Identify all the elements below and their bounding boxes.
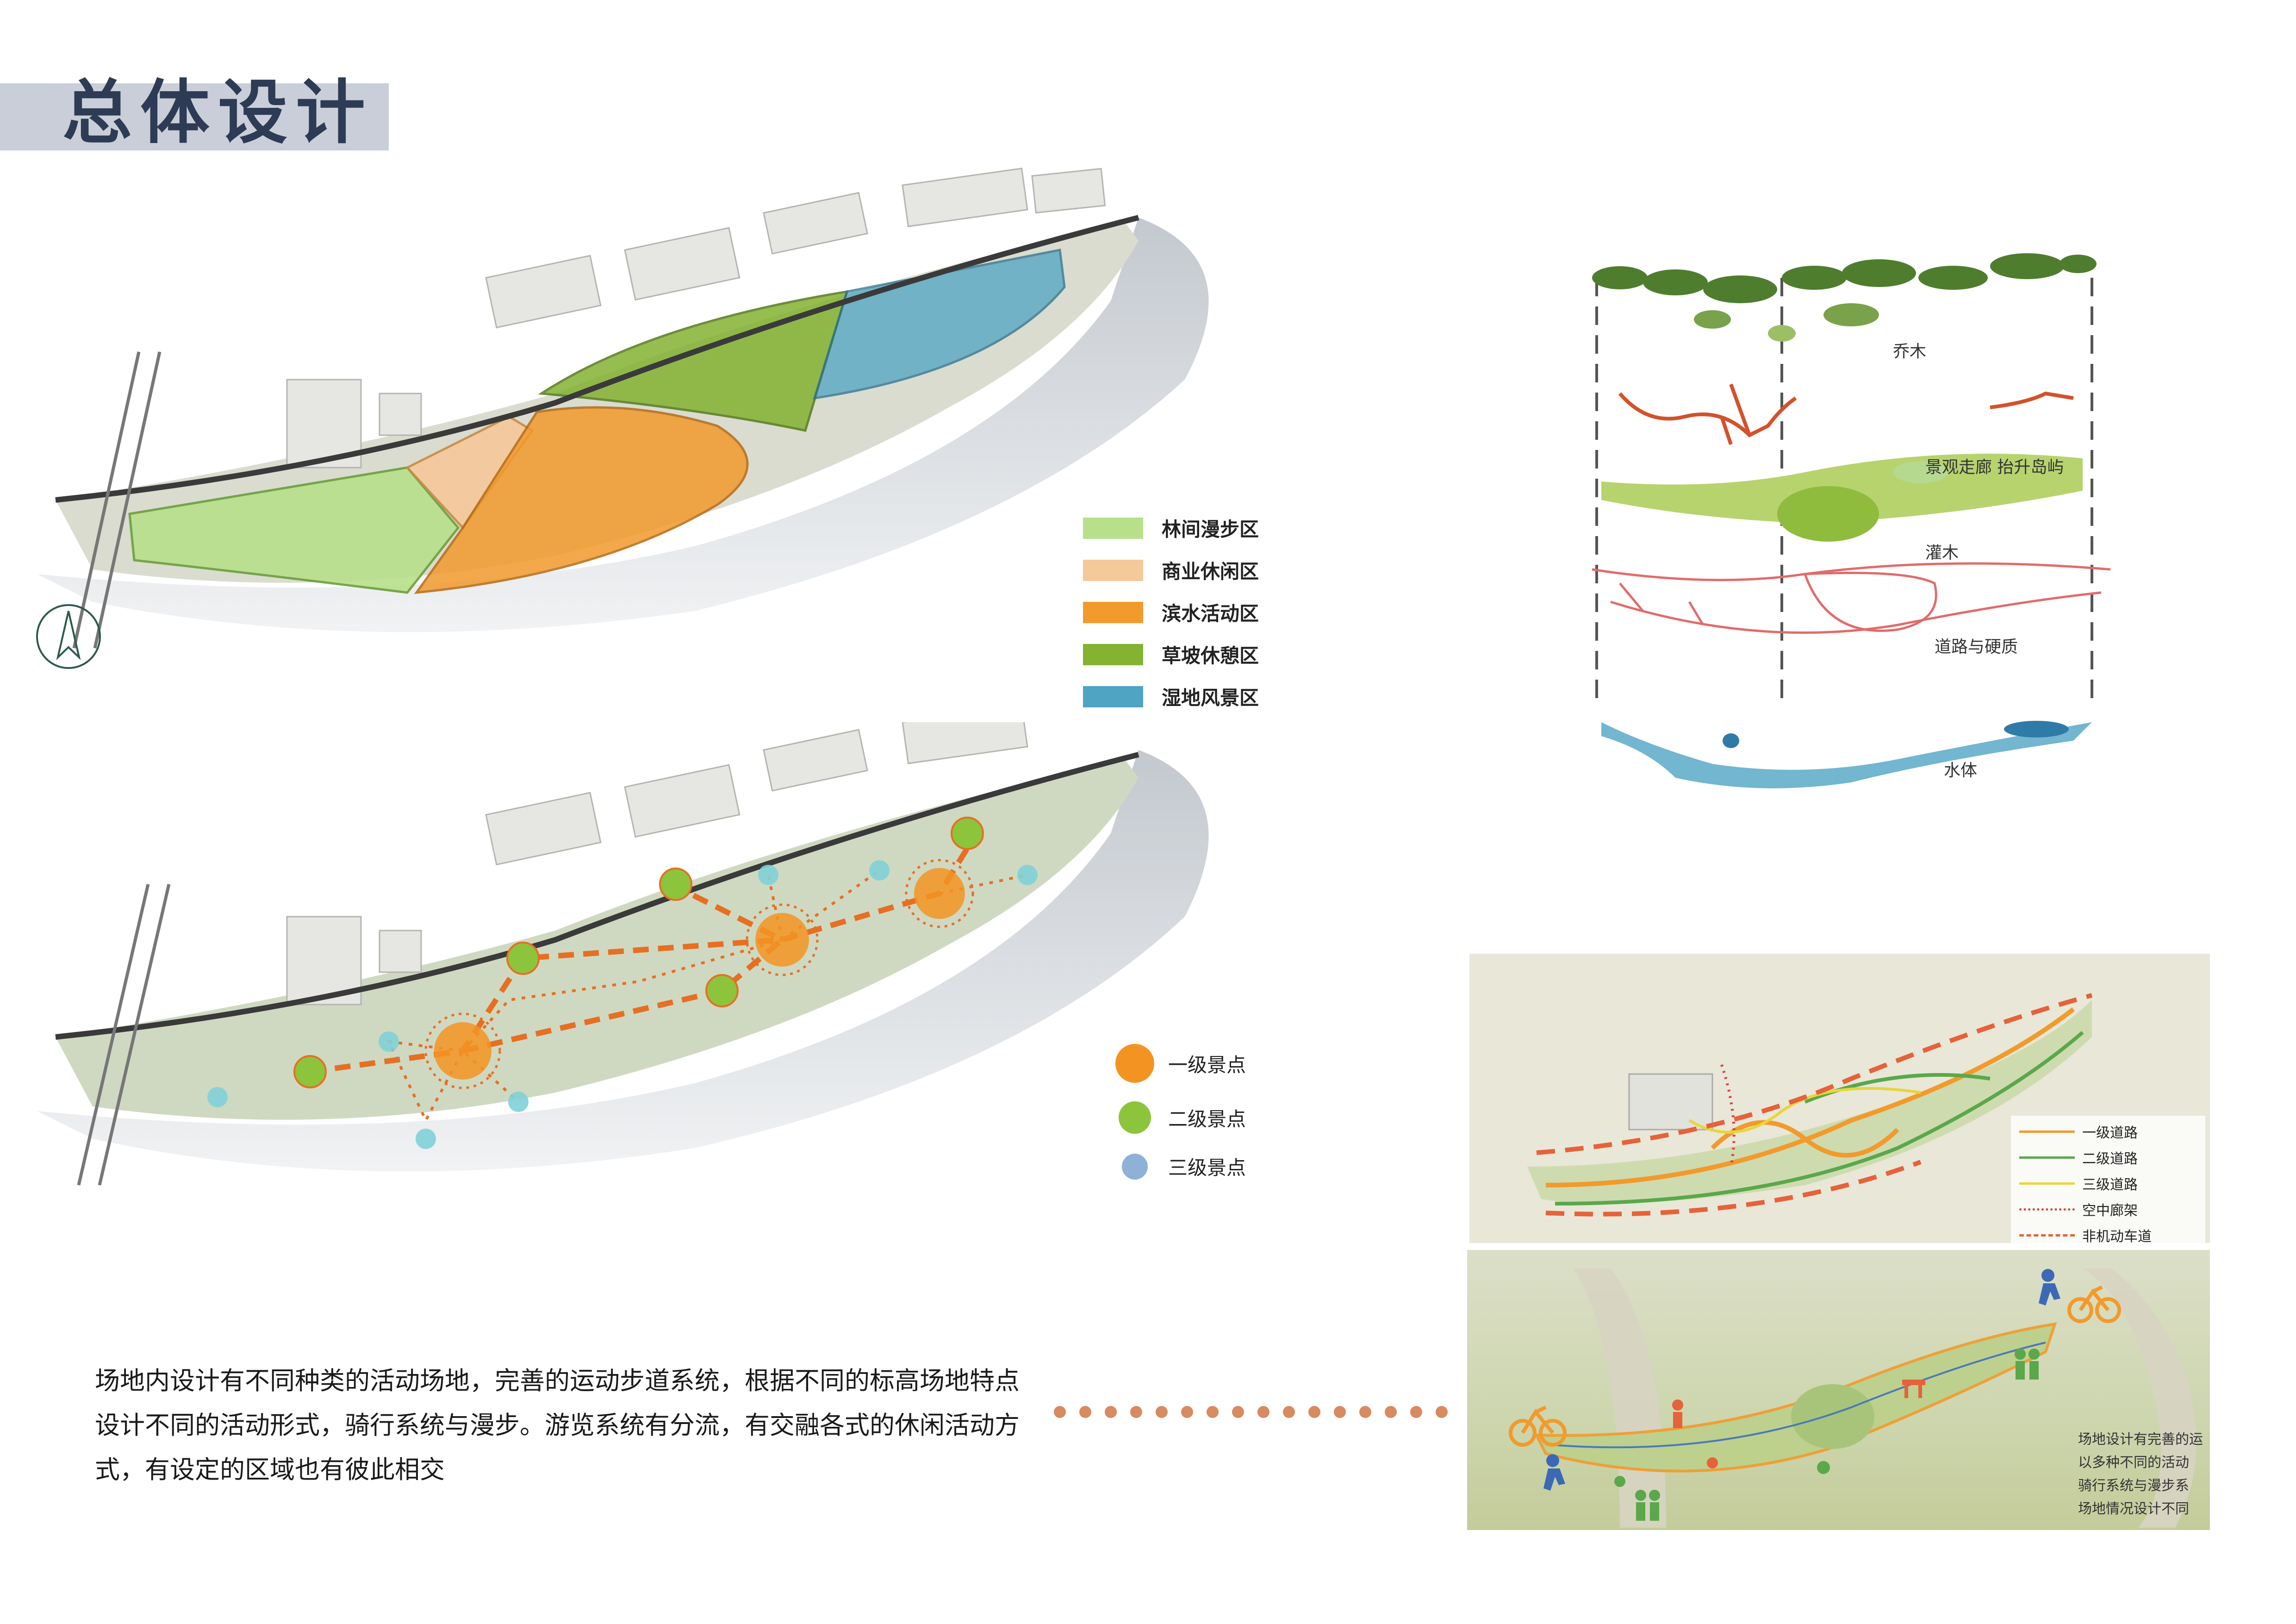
main-road <box>55 215 1139 503</box>
node-legend-item: 二级景点 <box>1115 1101 1246 1134</box>
land-base <box>56 759 1139 1120</box>
corridor-layer <box>1618 383 2074 445</box>
layer-diagram <box>1592 253 2111 788</box>
road-layer <box>1592 562 2111 634</box>
runner-icon <box>2039 1269 2060 1305</box>
people-icon <box>1635 1349 2040 1521</box>
activity-icon <box>1672 1380 1925 1428</box>
zone-legend: 林间漫步区 商业休闲区 滨水活动区 草坡休憩区 湿地风景区 <box>1083 514 1259 711</box>
swatch-waterfront <box>1083 601 1143 623</box>
node-legend: 一级景点 二级景点 三级景点 <box>1115 1044 1246 1181</box>
photo-caption-line: 骑行系统与漫步系 <box>2078 1478 2189 1494</box>
nodes-map <box>37 722 1209 1186</box>
zone-waterfront <box>414 406 749 594</box>
bike-icon <box>2067 1285 2121 1323</box>
layer-label-roads: 道路与硬质 <box>1935 637 2018 656</box>
layer-label-water: 水体 <box>1944 761 1978 780</box>
tree-layer <box>1592 253 2097 342</box>
zone-legend-item: 草坡休憩区 <box>1083 640 1259 668</box>
river <box>37 750 1209 1172</box>
activity-diagram <box>1509 1268 2196 1528</box>
zoning-map <box>36 168 1209 669</box>
primary-node-icon <box>1115 1044 1154 1083</box>
node-label: 一级景点 <box>1168 1053 1246 1076</box>
photo-caption: 场地设计有完善的运 以多种不同的活动 骑行系统与漫步系 场地情况设计不同 <box>2078 1428 2203 1521</box>
swatch-wetland <box>1083 686 1143 707</box>
node-label: 三级景点 <box>1168 1156 1246 1179</box>
dotted-connector <box>1054 1406 1448 1418</box>
shrub-layer <box>1601 454 2083 542</box>
zone-legend-item: 湿地风景区 <box>1083 682 1259 711</box>
non-motor-lanes <box>1536 993 2093 1217</box>
layer-label-shrubs: 灌木 <box>1925 543 1959 562</box>
zone-forest-walk <box>128 466 460 594</box>
tertiary-roads <box>1688 1087 1921 1134</box>
primary-node <box>424 1012 501 1089</box>
main-road <box>55 752 1139 1040</box>
zone-legend-item: 林间漫步区 <box>1083 514 1259 542</box>
road-legend: 一级道路 二级道路 三级道路 空中廊架 非机动车道 <box>2011 1116 2205 1252</box>
zone-label: 湿地风景区 <box>1162 687 1259 709</box>
road-swatch <box>2019 1156 2075 1159</box>
page-title: 总体设计 <box>62 72 374 153</box>
description-text: 场地内设计有不同种类的活动场地，完善的运动步道系统，根据不同的标高场地特点设计不… <box>95 1366 1020 1484</box>
river <box>37 218 1209 632</box>
zone-label: 滨水活动区 <box>1162 602 1259 625</box>
primary-node <box>746 903 819 976</box>
photo-caption-line: 场地情况设计不同 <box>2078 1501 2189 1517</box>
photo-caption-line: 场地设计有完善的运 <box>2078 1431 2203 1448</box>
swatch-forest-walk <box>1083 517 1143 539</box>
bike-icon <box>1509 1405 1567 1447</box>
zone-label: 林间漫步区 <box>1162 518 1259 541</box>
road-swatch <box>2019 1130 2075 1133</box>
road-legend-item: 二级道路 <box>2019 1147 2197 1168</box>
sky-bridge <box>1720 1064 1736 1167</box>
buildings <box>286 722 1028 1006</box>
road-label: 一级道路 <box>2082 1125 2138 1141</box>
road-label: 二级道路 <box>2082 1151 2138 1167</box>
layer-label-trees: 乔木 <box>1893 342 1927 361</box>
node-legend-item: 一级景点 <box>1115 1044 1246 1083</box>
road-network-map <box>1527 993 2093 1217</box>
swatch-grass-slope <box>1083 643 1143 665</box>
tertiary-nodes <box>207 860 1038 1149</box>
node-label: 二级景点 <box>1168 1107 1246 1131</box>
road-legend-item: 三级道路 <box>2019 1173 2197 1193</box>
secondary-node-icon <box>1119 1101 1151 1134</box>
water-layer <box>1601 721 2092 788</box>
road-label: 空中廊架 <box>2082 1203 2138 1219</box>
layer-label-corridor: 景观走廊 抬升岛屿 <box>1925 458 2064 477</box>
tertiary-node-icon <box>1122 1153 1148 1180</box>
buildings <box>286 168 1106 468</box>
node-dots <box>1614 1457 1830 1487</box>
title-banner <box>0 83 389 150</box>
road-swatch <box>2019 1208 2075 1211</box>
zone-legend-item: 滨水活动区 <box>1083 598 1259 626</box>
primary-roads <box>1545 1007 2075 1187</box>
swatch-commercial <box>1083 559 1143 581</box>
zone-label: 草坡休憩区 <box>1162 644 1259 667</box>
road-swatch <box>2019 1234 2075 1237</box>
road-legend-item: 非机动车道 <box>2019 1225 2197 1245</box>
road-swatch <box>2019 1182 2075 1185</box>
road-label: 非机动车道 <box>2082 1229 2152 1245</box>
road-legend-item: 空中廊架 <box>2019 1199 2197 1219</box>
zone-legend-item: 商业休闲区 <box>1083 556 1259 584</box>
zone-wetland <box>813 249 1066 400</box>
north-arrow-icon <box>36 604 101 669</box>
node-legend-item: 三级景点 <box>1115 1152 1246 1181</box>
zone-label: 商业休闲区 <box>1162 560 1259 583</box>
runner-icon <box>1543 1454 1565 1491</box>
photo-caption-line: 以多种不同的活动 <box>2078 1455 2189 1471</box>
primary-node <box>905 859 974 928</box>
road-legend-item: 一级道路 <box>2019 1121 2197 1142</box>
road-label: 三级道路 <box>2082 1177 2138 1193</box>
secondary-nodes <box>293 817 984 1088</box>
